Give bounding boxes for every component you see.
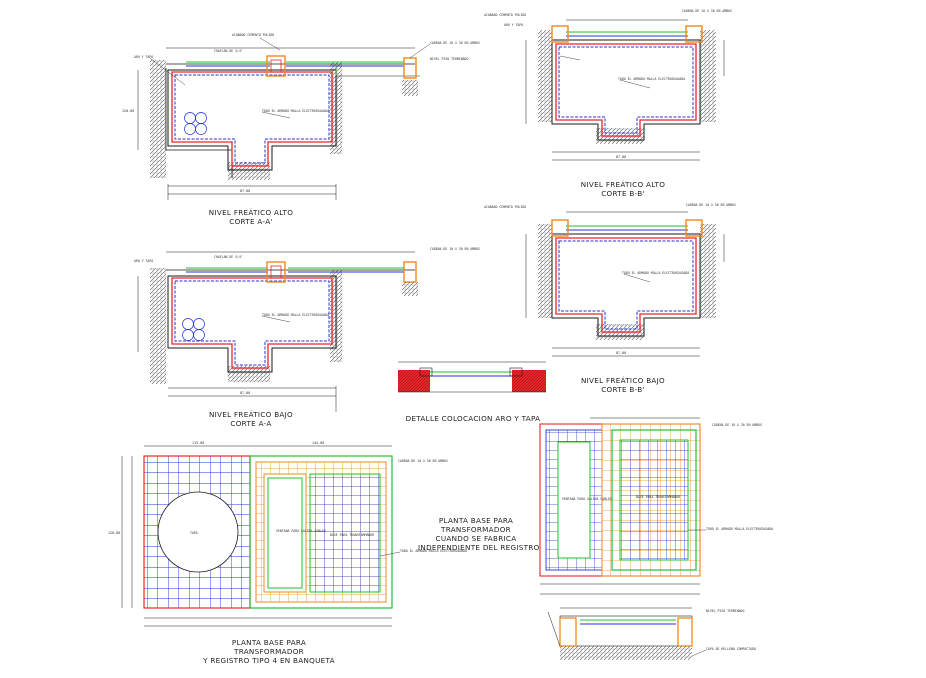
label-base-transf-b: BASE PARA TRANSFORMADOR (636, 495, 680, 499)
caption-line: Y REGISTRO TIPO 4 EN BANQUETA (203, 656, 335, 665)
note-relleno: CAPA DE RELLENO COMPACTADO (706, 647, 756, 651)
label-ventana-b: VENTANA PARA SALIDA CABLES (562, 497, 612, 501)
note-aro-tapa-b: ARO Y TAPA (134, 259, 153, 263)
section-b-b-nivel-bajo: TODO EL ARMADO MALLA ELECTROSOLDADA ACAB… (484, 203, 736, 357)
label-ventana: VENTANA PARA SALIDA CABLES (276, 529, 326, 533)
dim-width: 87.00 (240, 189, 250, 193)
dim-bb: 87.00 (616, 155, 626, 159)
note-cadena-b: CADENA DE 10 X 30 EN AMBOS (430, 247, 480, 251)
section-a-a-nivel-alto: 87.00 120.00 ARO Y TAPA CHAFLAN DE 5/4" … (122, 33, 480, 200)
caption-line: CUANDO SE FABRICA (435, 534, 517, 543)
note-nivel-piso: NIVEL PISO TERMINADO (430, 57, 468, 61)
dim-width-b: 87.00 (240, 391, 250, 395)
caption-line: INDEPENDIENTE DEL REGISTRO (418, 543, 540, 552)
caption-line: NIVEL FREÁTICO ALTO (580, 180, 666, 189)
caption-line: CORTE B-B' (601, 189, 645, 198)
note-armado-bb: TODO EL ARMADO MALLA ELECTROSOLDADA (618, 77, 685, 81)
caption-detalle-aro: DETALLE COLOCACION ARO Y TAPA (400, 414, 546, 423)
note-acabado-bb: ACABADO CEMENTO PULIDO (484, 13, 526, 17)
note-nivel-piso-b: NIVEL PISO TERMINADO (706, 609, 744, 613)
caption-line: CORTE B-B' (601, 385, 645, 394)
caption-line: PLANTA BASE PARA (231, 638, 307, 647)
label-base-transf: BASE PARA TRANSFORMADOR (330, 533, 374, 537)
note-chaflan-b: CHAFLAN DE 5/4" (214, 255, 243, 259)
detail-section-bottom: CAPA DE RELLENO COMPACTADO NIVEL PISO TE… (547, 607, 756, 660)
label-tapa: TAPA (190, 531, 198, 535)
caption-line: NIVEL FREÁTICO BAJO (208, 410, 294, 419)
note-cadena-bb2: CADENA DE 10 X 30 EN AMBOS (686, 203, 736, 207)
note-aro-tapa: ARO Y TAPA (134, 55, 153, 59)
note-cadena-indep: CADENA DE 10 X 30 EN AMBOS (712, 423, 762, 427)
note-armado-indep: TODO EL ARMADO MALLA ELECTROSOLDADA (706, 527, 773, 531)
caption-line: NIVEL FREÁTICO BAJO (580, 376, 666, 385)
caption-line: NIVEL FREÁTICO ALTO (208, 208, 294, 217)
caption-line: CORTE A-A' (229, 217, 273, 226)
caption-corte-aa-alto: NIVEL FREÁTICO ALTO CORTE A-A' (196, 208, 306, 226)
detail-aro-tapa (398, 361, 546, 393)
dim-plan-h: 120.00 (108, 531, 120, 535)
caption-corte-bb-alto: NIVEL FREÁTICO ALTO CORTE B-B' (568, 180, 678, 198)
note-aro-bb: ARO Y TAPA (504, 23, 523, 27)
plan-base-registro: TAPA VENTANA PARA SALIDA CABLES BASE PAR… (108, 441, 467, 627)
note-cadena: CADENA DE 10 X 30 EN AMBOS (430, 41, 480, 45)
caption-planta-independiente: PLANTA BASE PARA TRANSFORMADOR CUANDO SE… (418, 516, 540, 552)
caption-corte-aa-bajo: NIVEL FREÁTICO BAJO CORTE A-A (196, 410, 306, 428)
dim-plan-b: 144.00 (312, 441, 324, 445)
note-armado-b: TODO EL ARMADO MALLA ELECTROSOLDADA (262, 313, 329, 317)
note-acabado-bb2: ACABADO CEMENTO PULIDO (484, 205, 526, 209)
caption-corte-bb-bajo: NIVEL FREÁTICO BAJO CORTE B-B' (568, 376, 678, 394)
note-armado: TODO EL ARMADO MALLA ELECTROSOLDADA (262, 109, 329, 113)
note-acabado: ACABADO CEMENTO PULIDO (232, 33, 274, 37)
caption-planta-registro: PLANTA BASE PARA TRANSFORMADOR Y REGISTR… (196, 638, 342, 665)
dim-plan-a: 115.00 (192, 441, 204, 445)
caption-line: PLANTA BASE PARA (438, 516, 514, 525)
caption-line: DETALLE COLOCACION ARO Y TAPA (405, 414, 541, 423)
dim-depth: 120.00 (122, 109, 134, 113)
note-cadena-bb: CADENA DE 10 X 30 EN AMBOS (682, 9, 732, 13)
section-a-a-nivel-bajo: 87.00 TODO EL ARMADO MALLA ELECTROSOLDAD… (134, 247, 480, 412)
plan-base-independiente: VENTANA PARA SALIDA CABLES BASE PARA TRA… (539, 417, 773, 595)
note-chaflan: CHAFLAN DE 5/4" (214, 49, 243, 53)
note-armado-plan: TODO EL ARMADO MALLA ELECTROSOLDADA (400, 549, 467, 553)
caption-line: TRANSFORMADOR (441, 525, 511, 534)
section-b-b-nivel-alto: TODO EL ARMADO MALLA ELECTROSOLDADA ACAB… (484, 9, 732, 161)
note-cadena-plan: CADENA DE 10 X 30 EN AMBOS (398, 459, 448, 463)
caption-line: TRANSFORMADOR (234, 647, 304, 656)
note-armado-bb2: TODO EL ARMADO MALLA ELECTROSOLDADA (622, 271, 689, 275)
caption-line: CORTE A-A (230, 419, 272, 428)
dim-bb2: 87.00 (616, 351, 626, 355)
